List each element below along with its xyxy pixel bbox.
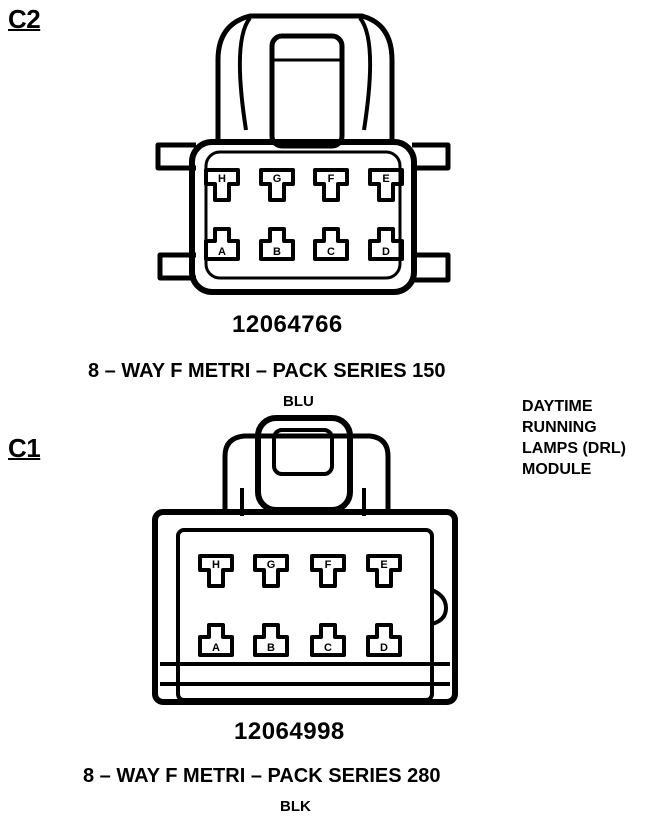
c1-pin-h: H: [198, 554, 234, 588]
module-label-line-4: MODULE: [522, 461, 592, 478]
c2-pin-label: G: [273, 173, 282, 185]
c2-connector-body: [155, 13, 451, 295]
c1-part-number: 12064998: [234, 718, 345, 745]
c1-pin-c: C: [310, 623, 346, 657]
module-label: DAYTIME RUNNING LAMPS (DRL) MODULE: [522, 396, 672, 480]
c2-pin-e: E: [368, 168, 404, 202]
c2-part-number: 12064766: [232, 311, 343, 338]
module-label-line-1: DAYTIME: [522, 398, 593, 415]
c2-pin-label: F: [328, 173, 335, 185]
c1-description: 8 – WAY F METRI – PACK SERIES 280: [83, 765, 441, 787]
c1-pin-label: A: [212, 642, 220, 654]
c2-pin-label: H: [218, 173, 226, 185]
c1-pin-label: C: [324, 642, 332, 654]
connector-c1-label: C1: [8, 433, 41, 463]
c1-pin-a: A: [198, 623, 234, 657]
c1-pin-b: B: [253, 623, 289, 657]
c2-pin-c: C: [313, 227, 349, 261]
module-label-line-3: LAMPS (DRL): [522, 440, 626, 457]
c2-description: 8 – WAY F METRI – PACK SERIES 150: [88, 360, 446, 382]
c2-pin-cavities: H G F E A B C D: [204, 168, 404, 261]
c1-pin-g: G: [253, 554, 289, 588]
c2-pin-label: A: [218, 246, 226, 258]
c2-pin-label: E: [382, 173, 389, 185]
connector-c2-label: C2: [8, 4, 41, 34]
module-label-line-2: RUNNING: [522, 419, 597, 436]
c1-pin-d: D: [366, 623, 402, 657]
c2-pin-label: C: [327, 246, 335, 258]
c1-connector-body: [152, 415, 458, 705]
c2-pin-h: H: [204, 168, 240, 202]
c2-pin-label: B: [273, 246, 281, 258]
c2-pin-a: A: [204, 227, 240, 261]
c1-pin-e: E: [366, 554, 402, 588]
c1-wire-color: BLK: [280, 798, 311, 815]
c2-pin-d: D: [368, 227, 404, 261]
c1-pin-label: D: [380, 642, 388, 654]
c1-pin-f: F: [310, 554, 346, 588]
c2-pin-f: F: [313, 168, 349, 202]
c1-pin-cavities: H G F E A B C D: [198, 554, 402, 657]
c2-pin-g: G: [259, 168, 295, 202]
c1-pin-label: E: [380, 559, 387, 571]
c1-pin-label: F: [325, 559, 332, 571]
c2-wire-color: BLU: [283, 393, 314, 410]
c2-pin-label: D: [382, 246, 390, 258]
c1-pin-label: H: [212, 559, 220, 571]
c1-pin-label: B: [267, 642, 275, 654]
c1-pin-label: G: [267, 559, 276, 571]
c2-pin-b: B: [259, 227, 295, 261]
